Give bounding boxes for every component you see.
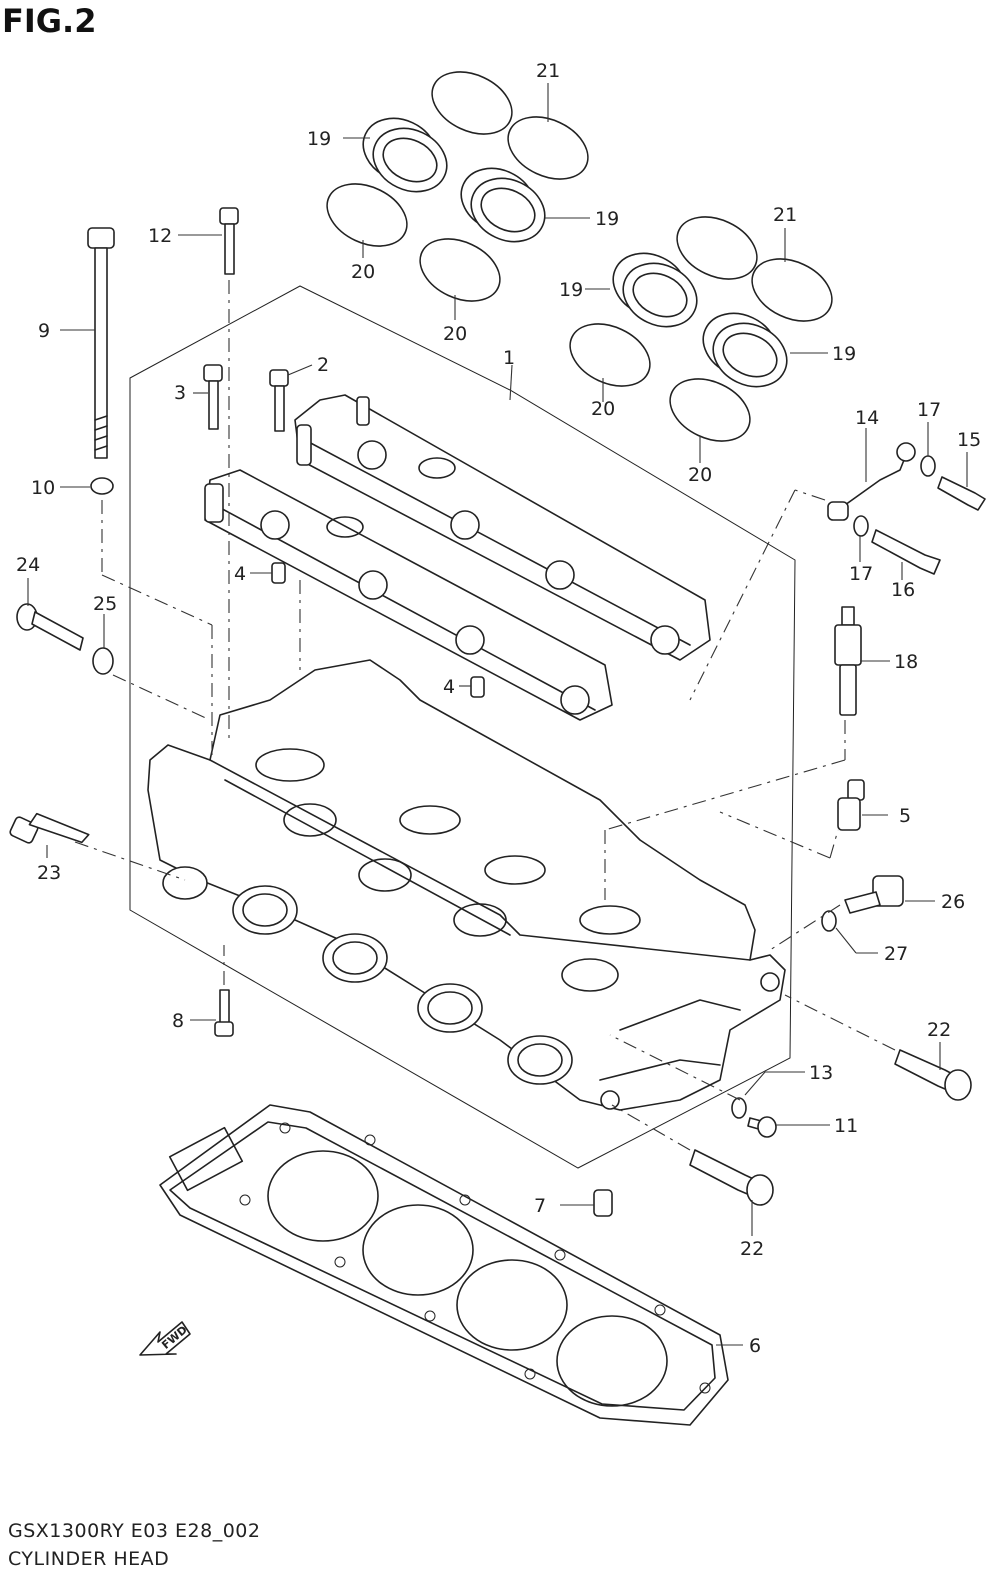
callout-6: 6 xyxy=(749,1335,761,1357)
callout-20b: 20 xyxy=(443,323,467,345)
callout-15: 15 xyxy=(957,429,981,451)
figure-title: FIG.2 xyxy=(2,2,97,40)
callout-1: 1 xyxy=(503,347,515,369)
bolt-22b-head xyxy=(746,1174,774,1206)
callout-27: 27 xyxy=(884,943,908,965)
callout-5: 5 xyxy=(899,805,911,827)
callout-16: 16 xyxy=(891,579,915,601)
callout-22a: 22 xyxy=(927,1019,951,1041)
callout-20a: 20 xyxy=(351,261,375,283)
callout-9: 9 xyxy=(38,320,50,342)
bolt-22a-head xyxy=(944,1069,972,1101)
callout-14: 14 xyxy=(855,407,879,429)
cylinder-head xyxy=(147,659,786,1111)
washer-10 xyxy=(90,477,114,495)
callout-12: 12 xyxy=(148,225,172,247)
callout-19d: 19 xyxy=(832,343,856,365)
callout-8: 8 xyxy=(172,1010,184,1032)
bolt-24 xyxy=(16,603,84,651)
callout-10: 10 xyxy=(31,477,55,499)
forward-arrow: FWD xyxy=(139,1321,191,1356)
sensor-26 xyxy=(844,875,904,914)
bolt-11 xyxy=(747,1116,777,1138)
callout-19a: 19 xyxy=(307,128,331,150)
callout-23: 23 xyxy=(37,862,61,884)
assembly-boundary xyxy=(129,285,796,1169)
clamp-21c xyxy=(676,216,758,280)
callout-numbers: 1 2 3 4 4 5 6 7 8 9 10 11 12 13 14 15 16… xyxy=(16,60,981,1357)
callout-4b: 4 xyxy=(443,676,455,698)
clamp-21d xyxy=(751,258,833,322)
callout-2: 2 xyxy=(317,354,329,376)
bolt-3 xyxy=(203,364,223,430)
intake-pipe-4 xyxy=(702,312,788,388)
figure-caption: CYLINDER HEAD xyxy=(8,1548,170,1570)
callout-18: 18 xyxy=(894,651,918,673)
callout-4a: 4 xyxy=(234,563,246,585)
washer-25 xyxy=(92,647,114,675)
clamp-20b xyxy=(419,238,501,302)
clamp-20c xyxy=(569,323,651,387)
bolt-2 xyxy=(269,369,289,432)
callout-20c: 20 xyxy=(591,398,615,420)
callout-13: 13 xyxy=(809,1062,833,1084)
head-gasket xyxy=(159,1104,729,1426)
bracket-14 xyxy=(827,442,916,521)
dowel-7 xyxy=(593,1189,613,1217)
callout-19c: 19 xyxy=(559,279,583,301)
bolt-15 xyxy=(937,476,986,511)
callout-17a: 17 xyxy=(917,399,941,421)
camshaft-holders xyxy=(204,394,711,721)
callout-21b: 21 xyxy=(773,204,797,226)
spark-plug-18 xyxy=(834,606,862,716)
callout-17b: 17 xyxy=(849,563,873,585)
bolt-8 xyxy=(214,989,234,1037)
callout-25: 25 xyxy=(93,593,117,615)
intake-pipes xyxy=(326,71,833,442)
washer-27 xyxy=(821,910,837,932)
dowel-4b xyxy=(470,676,485,698)
bolt-12 xyxy=(219,207,239,275)
intake-pipe-3 xyxy=(612,252,698,328)
callout-26: 26 xyxy=(941,891,965,913)
callout-11: 11 xyxy=(834,1115,858,1137)
model-code: GSX1300RY E03 E28_002 xyxy=(8,1520,261,1542)
bolt-23 xyxy=(9,812,90,844)
leader-lines xyxy=(27,83,968,1346)
callout-20d: 20 xyxy=(688,464,712,486)
washer-17b xyxy=(853,515,869,537)
clamp-20a xyxy=(326,183,408,247)
dowel-4a xyxy=(271,562,286,584)
callout-7: 7 xyxy=(534,1195,546,1217)
clamp-21b xyxy=(507,116,589,180)
callout-21a: 21 xyxy=(536,60,560,82)
callout-19b: 19 xyxy=(595,208,619,230)
bolt-9 xyxy=(87,227,115,459)
clamp-21a xyxy=(431,71,513,135)
hardware xyxy=(9,207,986,1217)
sensor-5 xyxy=(837,779,865,831)
washer-17a xyxy=(920,455,936,477)
callout-3: 3 xyxy=(174,382,186,404)
clamp-20d xyxy=(669,378,751,442)
intake-pipe-1 xyxy=(362,117,448,193)
callout-22b: 22 xyxy=(740,1238,764,1260)
callout-24: 24 xyxy=(16,554,40,576)
bolt-16 xyxy=(871,529,941,575)
washer-13 xyxy=(731,1097,747,1119)
intake-pipe-2 xyxy=(460,167,546,243)
